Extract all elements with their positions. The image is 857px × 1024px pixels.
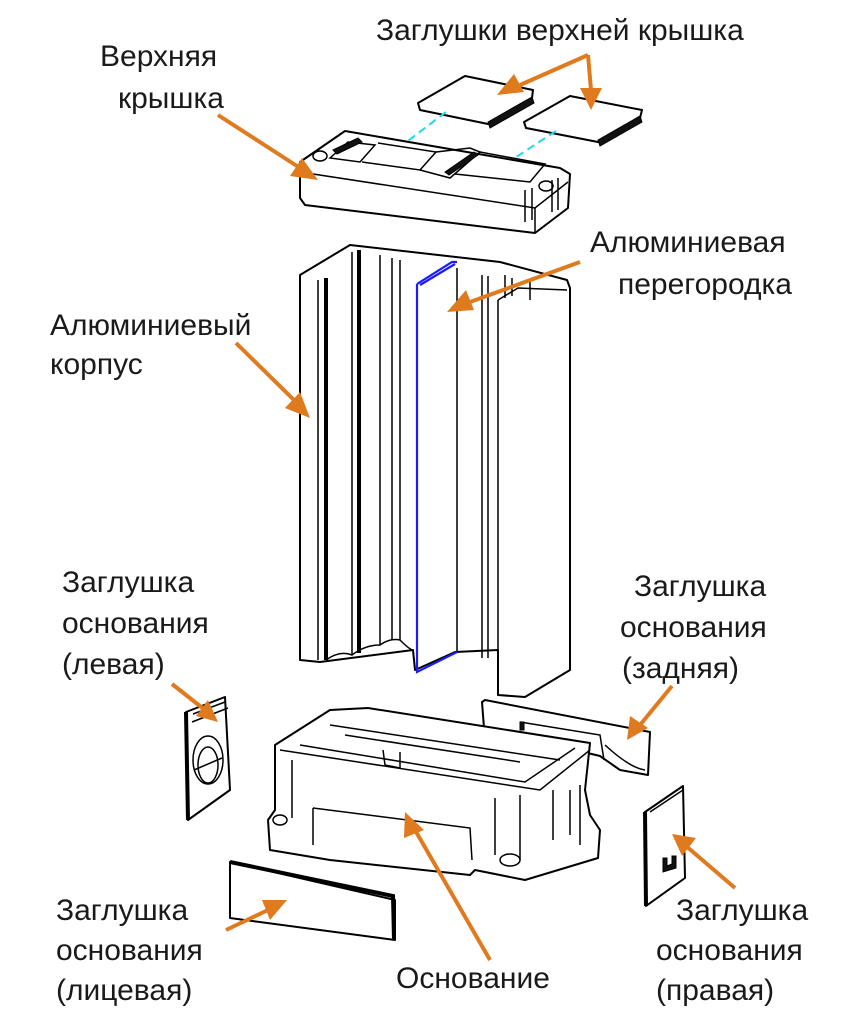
label-base-plug-front: Заглушка основания (лицевая) [56,894,211,1007]
label-top-cover: Верхняя крышка [100,40,225,115]
base [267,707,601,881]
label-base-plug-left: Заглушка основания (левая) [62,566,217,681]
label-base-plug-right: Заглушка основания (правая) [656,894,816,1007]
base-plug-left [184,696,231,821]
top-cover [299,130,571,234]
aluminium-body [299,244,571,698]
label-aluminium-partition: Алюминиевая перегородка [590,226,794,301]
label-top-cover-plugs: Заглушки верхней крышка [376,14,744,47]
label-base-plug-rear: Заглушка основания (задняя) [620,570,775,685]
arrow-plug-rear [627,684,674,740]
label-base: Основание [396,962,550,995]
label-aluminium-body: Алюминиевый корпус [50,309,260,381]
arrow-plug-left [170,682,218,722]
arrow-plug-front [225,900,287,932]
arrow-partition [447,260,581,312]
arrow-top-plugs [497,53,602,110]
arrow-base [404,812,492,961]
base-plug-front [229,860,396,941]
aluminium-partition [415,260,458,674]
arrow-plug-right [672,834,737,890]
base-plug-right [643,785,686,907]
arrow-top-cover [216,113,318,180]
arrow-body [234,341,310,418]
top-cover-plug-right [523,95,643,147]
